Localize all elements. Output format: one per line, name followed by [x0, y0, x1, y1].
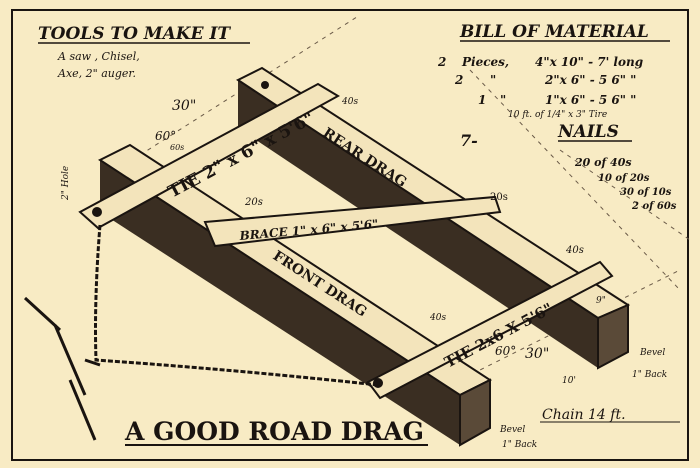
bolt — [373, 378, 383, 388]
nails-item: 10 of 20s — [598, 173, 650, 184]
bill-mark: 7- — [460, 131, 478, 150]
front-drag — [97, 143, 493, 447]
construction-lines — [139, 14, 691, 391]
brace-board — [203, 195, 502, 248]
tools-line-2: Axe, 2" auger. — [57, 67, 136, 80]
bill-row-qty: 1 — [478, 93, 486, 107]
bill-row-unit: " — [490, 73, 496, 87]
dim-10: 10' — [562, 376, 576, 386]
bill-row-size: 4"x 10" - 7' long — [535, 55, 643, 69]
rear-drag — [236, 66, 631, 370]
chain — [94, 224, 379, 387]
tools-line-1: A saw , Chisel, — [57, 50, 140, 63]
bill-row-unit: Pieces, — [461, 55, 509, 69]
nail-20-right: 20s — [490, 192, 508, 203]
dim-9: 9" — [596, 296, 606, 306]
bill-title: BILL OF MATERIAL — [459, 22, 649, 42]
angle-bottom: 60° — [495, 344, 516, 358]
nails-item: 30 of 10s — [620, 187, 672, 198]
chain-label: Chain 14 ft. — [542, 407, 626, 423]
nail-40-top: 40s — [341, 97, 358, 107]
nails-item: 2 of 60s — [631, 201, 677, 212]
nail-40-mid: 40s — [429, 313, 446, 323]
bevel-label: Bevel — [639, 348, 665, 358]
dim-bottom: 30" — [525, 346, 549, 362]
nail-40-right: 40s — [565, 245, 584, 256]
top-tie-board — [78, 82, 341, 230]
tools-title: TOOLS TO MAKE IT — [38, 24, 231, 44]
back-label: 1" Back — [502, 440, 537, 450]
dim-top: 30" — [172, 98, 196, 114]
bill-row-qty: 2 — [437, 55, 446, 69]
hitch — [23, 296, 101, 441]
angle-top: 60° — [155, 129, 176, 143]
bill-tire: 10 ft. of 1/4" x 3" Tire — [508, 110, 607, 120]
bill-row-qty: 2 — [454, 73, 463, 87]
nails-title: NAILS — [557, 122, 619, 142]
nail-top: 60s — [170, 143, 184, 152]
bottom-tie-board — [366, 260, 614, 400]
diagram-title: A GOOD ROAD DRAG — [124, 417, 424, 446]
bill-row-size: 1"x 6" - 5 6" " — [545, 93, 636, 107]
back-label: 1" Back — [632, 370, 667, 380]
nails-item: 20 of 40s — [574, 156, 632, 169]
bolt — [92, 207, 102, 217]
nail-20-left: 20s — [244, 197, 263, 208]
bolt — [261, 81, 269, 89]
hole-label: 2" Hole — [61, 166, 71, 201]
bill-row-unit: " — [500, 93, 506, 107]
frame-border — [11, 9, 689, 461]
bill-row-size: 2"x 6" - 5 6" " — [544, 73, 636, 87]
bevel-label: Bevel — [499, 425, 525, 435]
